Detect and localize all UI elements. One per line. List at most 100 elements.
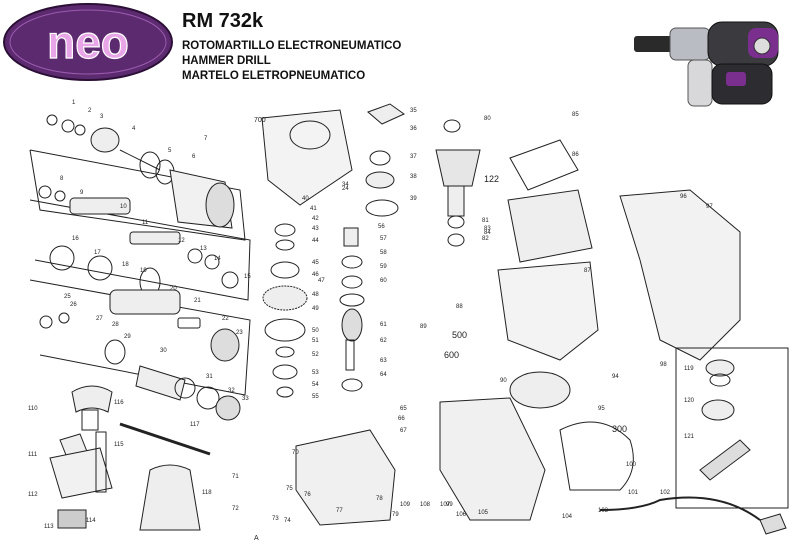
part-number-label: 11 [142,220,149,226]
part-number-label: 38 [410,174,417,180]
part-number-label: 1 [72,100,76,106]
part-number-label: 54 [312,382,319,388]
hammer-drill-photo [634,21,779,107]
side-handle-assembly [49,385,211,531]
part-number-label: 58 [380,250,387,256]
logo-text: neo [47,16,129,68]
part-number-label: 45 [312,260,319,266]
part-number-label: 6 [192,154,196,160]
part-number-label: 89 [420,324,427,330]
part-number-label: 50 [312,328,319,334]
part-number-label: 60 [380,278,387,284]
part-number-label: 42 [312,216,319,222]
chuck-assembly [46,114,235,229]
part-number-label: 87 [584,268,591,274]
part-number-label: 26 [70,302,77,308]
part-number-label: 25 [64,294,71,300]
part-number-label: 41 [310,206,317,212]
part-number-label: 49 [312,306,319,312]
part-number-label: 15 [244,274,251,280]
part-number-label: 600 [444,350,459,360]
part-number-label: 16 [72,236,79,242]
part-number-label: 96 [680,194,687,200]
part-number-label: 86 [572,152,579,158]
part-number-label: 34 [342,182,349,188]
title-spanish: ROTOMARTILLO ELECTRONEUMATICO [182,40,402,52]
part-number-label: 3 [100,114,104,120]
part-number-label: 35 [410,108,417,114]
part-number-label: 36 [410,126,417,132]
part-number-label: 83 [484,226,491,232]
part-number-label: 44 [312,238,319,244]
part-number-label: 48 [312,292,319,298]
part-number-label: 94 [612,374,619,380]
power-cable [599,496,761,521]
title-portuguese: MARTELO ELETROPNEUMATICO [182,70,366,82]
handle-housing [439,189,741,521]
part-number-label: 61 [380,322,387,328]
part-number-label: 115 [114,442,124,448]
part-number-label: 74 [284,518,291,524]
part-number-label: 31 [206,374,213,380]
part-number-label: 108 [420,502,431,508]
part-number-label: 64 [380,372,387,378]
spindle-parts [38,185,239,297]
part-number-label: 66 [398,416,405,422]
part-number-label: 30 [160,348,167,354]
part-number-label: 114 [86,518,96,524]
neo-logo: neo [3,3,173,81]
part-number-label: 47 [318,278,325,284]
part-number-label: 117 [190,422,200,428]
part-number-label: 43 [312,226,319,232]
part-number-label: 121 [684,434,695,440]
part-number-label: 84 [484,230,491,236]
part-number-label: 120 [684,398,695,404]
part-number-label: 500 [452,330,467,340]
motor-housing [497,139,599,409]
part-number-label: 70 [292,450,299,456]
hammer-mechanism [39,289,241,421]
part-number-label: 78 [376,496,383,502]
part-number-label: 97 [706,204,713,210]
part-number-label: 75 [286,486,293,492]
part-number-label: 39 [410,196,417,202]
part-number-label: 14 [214,256,221,262]
part-number-label: 23 [236,330,243,336]
part-number-label: 9 [80,190,84,196]
part-number-label: 76 [304,492,311,498]
part-number-label: 8 [60,176,64,182]
part-number-label: 106 [456,512,467,518]
part-number-label: 21 [194,298,201,304]
part-number-label: 98 [660,362,667,368]
part-number-label: 2 [88,108,92,114]
part-number-label: 28 [112,322,119,328]
title-english: HAMMER DRILL [182,55,271,67]
part-number-label: 33 [242,396,249,402]
part-number-label: 65 [400,406,407,412]
part-number-label: 19 [140,268,147,274]
part-number-label: 103 [598,508,609,514]
part-number-label: 72 [232,506,239,512]
part-number-label: 18 [122,262,129,268]
part-number-label: 52 [312,352,319,358]
part-number-label: 46 [312,272,319,278]
part-number-label: 27 [96,316,103,322]
part-number-label: 53 [312,370,319,376]
part-number-label: 57 [380,236,387,242]
center-parts [339,103,405,392]
part-number-label: 300 [612,424,627,434]
part-number-label: 51 [312,338,319,344]
part-number-label: 77 [336,508,343,514]
part-number-label: 116 [114,400,124,406]
part-number-label: 55 [312,394,319,400]
part-number-label: 4 [132,126,136,132]
part-number-label: 37 [410,154,417,160]
part-number-label: 118 [202,490,212,496]
part-number-label: 79 [392,512,399,518]
part-number-label: 102 [660,490,671,496]
part-number-label: 113 [44,524,54,530]
part-number-label: 105 [478,510,489,516]
part-number-label: 67 [400,428,407,434]
part-number-label: 104 [562,514,573,520]
